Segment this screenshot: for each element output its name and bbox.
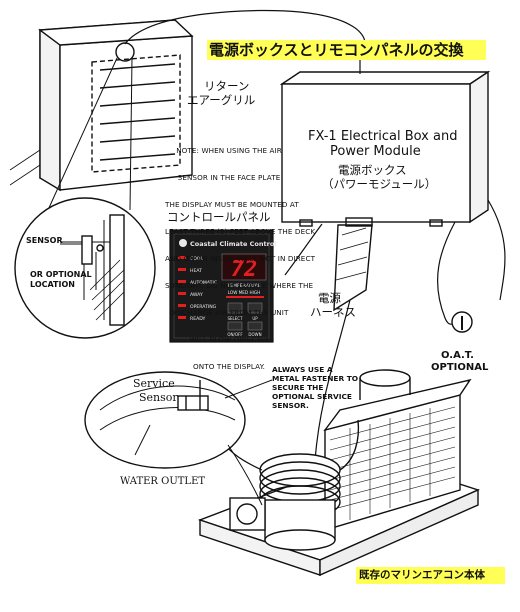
indicator-operating: OPERATING	[190, 304, 217, 310]
harness-label-line1: 電源	[318, 291, 341, 305]
indicator-leds	[178, 256, 186, 319]
fastener-note-line3: SECURE THE	[272, 383, 324, 392]
power-box-jp-line2: （パワーモジュール）	[322, 177, 437, 191]
mounting-note-line: DISCHARGE AIR FROM THE UNIT	[169, 308, 289, 317]
bottom-banner: 既存のマリンエアコン本体	[356, 567, 505, 584]
service-sensor-label-line1: Service	[133, 377, 175, 390]
indicator-heat: HEAT	[190, 268, 202, 274]
oat-label-line1: O.A.T.	[441, 350, 474, 361]
top-banner: 電源ボックスとリモコンパネルの交換	[207, 40, 486, 60]
power-box-title-line2: Power Module	[330, 144, 421, 159]
optional-location-line2: LOCATION	[30, 280, 75, 289]
ac-unit-drawing	[197, 369, 480, 577]
power-box-drawing	[279, 70, 491, 227]
indicator-away: AWAY	[190, 292, 203, 298]
power-box-jp-line1: 電源ボックス	[338, 163, 407, 177]
fastener-note-line2: METAL FASTENER TO	[272, 374, 359, 383]
harness-drawing	[333, 217, 373, 312]
up-button-label: UP	[252, 316, 258, 321]
down-button[interactable]	[247, 321, 263, 331]
service-sensor-label-line2: Sensor	[139, 391, 178, 404]
temperature-value: 72	[231, 257, 258, 282]
harness-label-line2: ハーネス	[310, 305, 356, 319]
fastener-note-line5: SENSOR.	[272, 401, 309, 410]
control-panel-drawing: Coastal Climate Control COOL HEAT AUTOMA…	[169, 229, 277, 343]
fan-speed-caption: LOW MED HIGH	[228, 290, 261, 295]
oat-label-line2: OPTIONAL	[431, 362, 489, 373]
down-button-label: DOWN	[248, 332, 261, 337]
mounting-note-line: SUNLIGHT. DO NOT LOCATE WHERE THE	[165, 281, 314, 290]
service-sensor-detail-drawing	[84, 371, 246, 469]
mounting-note-line: THE DISPLAY MUST BE MOUNTED AT	[165, 200, 299, 209]
select-button-label: SELECT	[227, 316, 243, 321]
return-air-grill-drawing	[9, 19, 194, 192]
indicator-ready: READY	[190, 316, 206, 322]
temperature-display	[221, 253, 267, 281]
panel-brand: Coastal Climate Control	[190, 240, 277, 248]
return-air-grill-label-line2: エアーグリル	[187, 93, 256, 107]
up-button[interactable]	[247, 302, 263, 314]
mounting-note-line: NOTE: WHEN USING THE AIR	[176, 146, 282, 155]
indicator-cool: COOL	[190, 256, 203, 262]
sensor-detail-drawing	[14, 197, 156, 339]
indicator-automatic: AUTOMATIC	[190, 280, 217, 286]
mounting-note-line: ONTO THE DISPLAY.	[193, 362, 265, 371]
sensor-label: SENSOR	[26, 236, 63, 245]
select-button[interactable]	[227, 302, 243, 314]
return-air-grill-label-line1: リターン	[204, 79, 250, 93]
on-off-button-label: ON/OFF	[227, 332, 243, 337]
temperature-caption: TEMPERATURE	[226, 283, 260, 289]
on-off-button[interactable]	[227, 321, 243, 331]
mounting-note-line: AND ON AN INSIDE WALL NOT IN DIRECT	[165, 254, 316, 263]
optional-location-line1: OR OPTIONAL	[30, 270, 92, 279]
water-outlet-label: WATER OUTLET	[120, 476, 206, 487]
fastener-note-line1: ALWAYS USE A	[272, 365, 333, 374]
fastener-note-line4: OPTIONAL SERVICE	[272, 392, 352, 401]
mounting-note-line: LEAST THREE (3) FEET ABOVE THE DECK	[165, 227, 316, 236]
mounting-note-line: SENSOR IN THE FACE PLATE	[177, 173, 281, 182]
control-panel-label: コントロールパネル	[167, 210, 271, 224]
mounting-note: NOTE: WHEN USING THE AIR SENSOR IN THE F…	[165, 128, 316, 389]
power-box-title-line1: FX-1 Electrical Box and	[308, 129, 458, 144]
mounting-note-line: WILL BLOW DIRECTLY	[189, 335, 269, 344]
